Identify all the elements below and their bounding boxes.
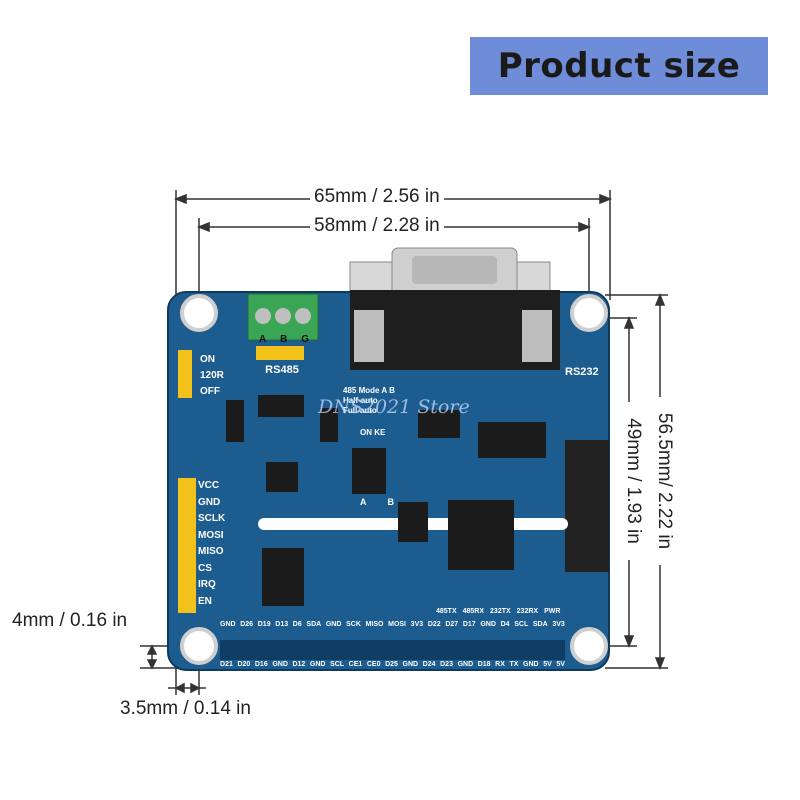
spi-pin-label-6: IRQ [198, 579, 216, 590]
page-title: Product size [497, 46, 741, 86]
gpio-bottom-label-3: GND [272, 661, 288, 668]
gpio-bottom-label-1: D20 [237, 661, 251, 668]
gpio-bottom-label-13: GND [457, 661, 474, 668]
dip-ke: KE [374, 428, 386, 437]
gpio-bottom-label-10: GND [402, 661, 419, 668]
gpio-top-label-10: 3V3 [410, 621, 424, 628]
gpio-bottom-label-16: TX [509, 661, 519, 668]
dip-header: ON KE [360, 428, 385, 437]
led-labels: 485TX 485RX 232TX 232RX PWR [436, 608, 560, 615]
gpio-top-label-1: D26 [240, 621, 254, 628]
gpio-top-label-3: D13 [275, 621, 289, 628]
led-label-1: 485RX [462, 608, 485, 615]
gpio-top-label-14: GND [480, 621, 496, 628]
gpio-bottom-label-15: RX [495, 661, 505, 668]
gpio-bottom-label-14: D18 [477, 661, 491, 668]
rs485-terminal-labels: A B G [252, 334, 316, 345]
jumper-on-label: ON [200, 354, 215, 365]
pcb [167, 290, 610, 671]
gpio-bottom-label-17: GND [523, 661, 539, 668]
gpio-top-label-15: D4 [500, 621, 510, 628]
gpio-top-label-6: GND [325, 621, 342, 628]
spi-pin-labels: VCC GND SCLK MOSI MISO CS IRQ EN [198, 478, 225, 610]
led-label-2: 232TX [490, 608, 511, 615]
mode-a: A [381, 386, 387, 395]
spi-pin-label-3: MOSI [198, 529, 224, 541]
led-label-3: 232RX [516, 608, 539, 615]
gpio-top-label-2: D19 [257, 621, 271, 628]
gpio-top-label-18: 3V3 [552, 621, 565, 628]
overall-width-label: 65mm / 2.56 in [310, 186, 444, 208]
rs232-label: RS232 [565, 366, 599, 378]
gpio-top-label-7: SCK [346, 621, 361, 628]
gpio-top-label-8: MISO [365, 621, 384, 628]
led-label-4: PWR [544, 608, 561, 615]
spi-pin-label-0: VCC [198, 480, 220, 491]
spi-pin-label-1: GND [198, 496, 221, 508]
jumper-off-label: OFF [200, 386, 220, 397]
gpio-bottom-label-18: 5V [543, 661, 552, 668]
gpio-top-label-5: SDA [306, 621, 322, 628]
spi-pin-label-7: EN [198, 595, 212, 607]
gpio-bottom-label-19: 5V [556, 661, 565, 668]
gpio-top-label-11: D22 [427, 621, 441, 628]
mode-b: B [389, 386, 395, 395]
gpio-top-label-9: MOSI [388, 621, 406, 628]
gpio-bottom-label-11: D24 [422, 661, 436, 668]
dip-on: ON [360, 428, 372, 437]
gpio-top-label-4: D6 [292, 621, 302, 628]
gpio-bottom-label-7: CE1 [348, 661, 363, 668]
terminal-g-label: G [301, 334, 310, 345]
hole-spacing-width-label: 58mm / 2.28 in [310, 215, 444, 237]
hole-offset-horizontal-label: 3.5mm / 0.14 in [116, 698, 255, 720]
gpio-bottom-label-2: D16 [254, 661, 268, 668]
terminal-a-label: A [258, 334, 267, 345]
overall-height-label: 56.5mm/ 2.22 in [653, 397, 675, 565]
title-banner: Product size [470, 37, 768, 95]
gpio-bottom-label-8: CE0 [366, 661, 381, 668]
terminal-b-label: B [280, 334, 288, 345]
gpio-bottom-label-6: SCL [330, 661, 345, 668]
jumper-labels: ON 120R OFF [200, 352, 224, 400]
gpio-top-label-17: SDA [532, 621, 548, 628]
jumper-120r-label: 120R [200, 370, 224, 381]
mode-table: 485 Mode A B Half-auto Full-auto [343, 386, 395, 416]
spi-pin-label-5: CS [198, 562, 212, 574]
dip-b: B [387, 497, 395, 507]
mode-full-auto: Full-auto [343, 406, 377, 415]
gpio-bottom-label-0: D21 [220, 661, 233, 668]
gpio-bottom-label-12: D23 [440, 661, 453, 668]
spi-pin-label-2: SCLK [198, 513, 226, 524]
gpio-top-label-12: D27 [445, 621, 459, 628]
gpio-top-label-0: GND [220, 621, 236, 628]
hole-spacing-height-label: 49mm / 1.93 in [622, 402, 644, 560]
gpio-bottom-label-5: GND [309, 661, 326, 668]
gpio-bottom-label-4: D12 [292, 661, 306, 668]
led-label-0: 485TX [436, 608, 457, 615]
hole-offset-vertical-label: 4mm / 0.16 in [8, 610, 132, 632]
spi-pin-label-4: MISO [198, 546, 224, 557]
gpio-top-label-13: D17 [462, 621, 476, 628]
mode-half-auto: Half-auto [343, 396, 378, 405]
watermark: DNS2021 Store [318, 396, 470, 418]
gpio-top-label-16: SCL [514, 621, 529, 628]
gpio-bottom-label-9: D25 [385, 661, 398, 668]
dip-a: A [360, 497, 367, 507]
dip-labels: A B [360, 497, 394, 507]
rs485-label: RS485 [265, 364, 299, 376]
mode-title: 485 Mode [343, 386, 380, 395]
